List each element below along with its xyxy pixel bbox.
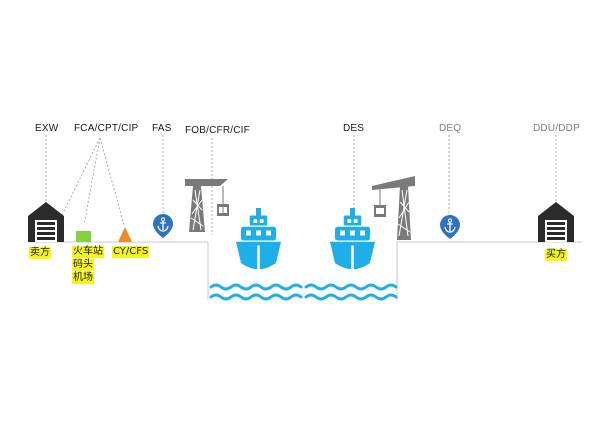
rail-station-label: 火车站 xyxy=(72,246,104,258)
term-fas: FAS xyxy=(152,123,172,134)
term-ddu-ddp: DDU/DDP xyxy=(533,123,580,134)
cone-icon xyxy=(118,227,132,242)
left-ship-icon xyxy=(234,206,283,272)
wharf-label: 码头 xyxy=(72,259,94,271)
cy-cfs-label: CY/CFS xyxy=(112,246,150,258)
term-fob-cfr-cif: FOB/CFR/CIF xyxy=(185,125,250,136)
seller-label: 卖方 xyxy=(29,247,51,259)
seller-warehouse-icon xyxy=(28,202,64,242)
term-exw: EXW xyxy=(35,123,59,134)
buyer-warehouse-icon xyxy=(538,202,574,242)
fas-anchor-pin-icon xyxy=(152,213,174,239)
leader-fca-2 xyxy=(83,137,101,226)
right-crane-icon xyxy=(372,176,415,240)
airport-label: 机场 xyxy=(72,272,94,284)
waves-icon xyxy=(209,283,398,301)
left-crane-icon xyxy=(185,179,229,232)
term-deq: DEQ xyxy=(439,123,462,134)
leader-fca-1 xyxy=(61,137,101,216)
green-box-icon xyxy=(76,231,91,242)
leader-fca-3 xyxy=(99,137,125,226)
deq-anchor-pin-icon xyxy=(439,214,461,240)
right-ship-icon xyxy=(328,206,377,272)
term-des: DES xyxy=(343,123,365,134)
term-fca-cpt-cip: FCA/CPT/CIP xyxy=(74,123,139,134)
buyer-label: 买方 xyxy=(545,249,567,261)
